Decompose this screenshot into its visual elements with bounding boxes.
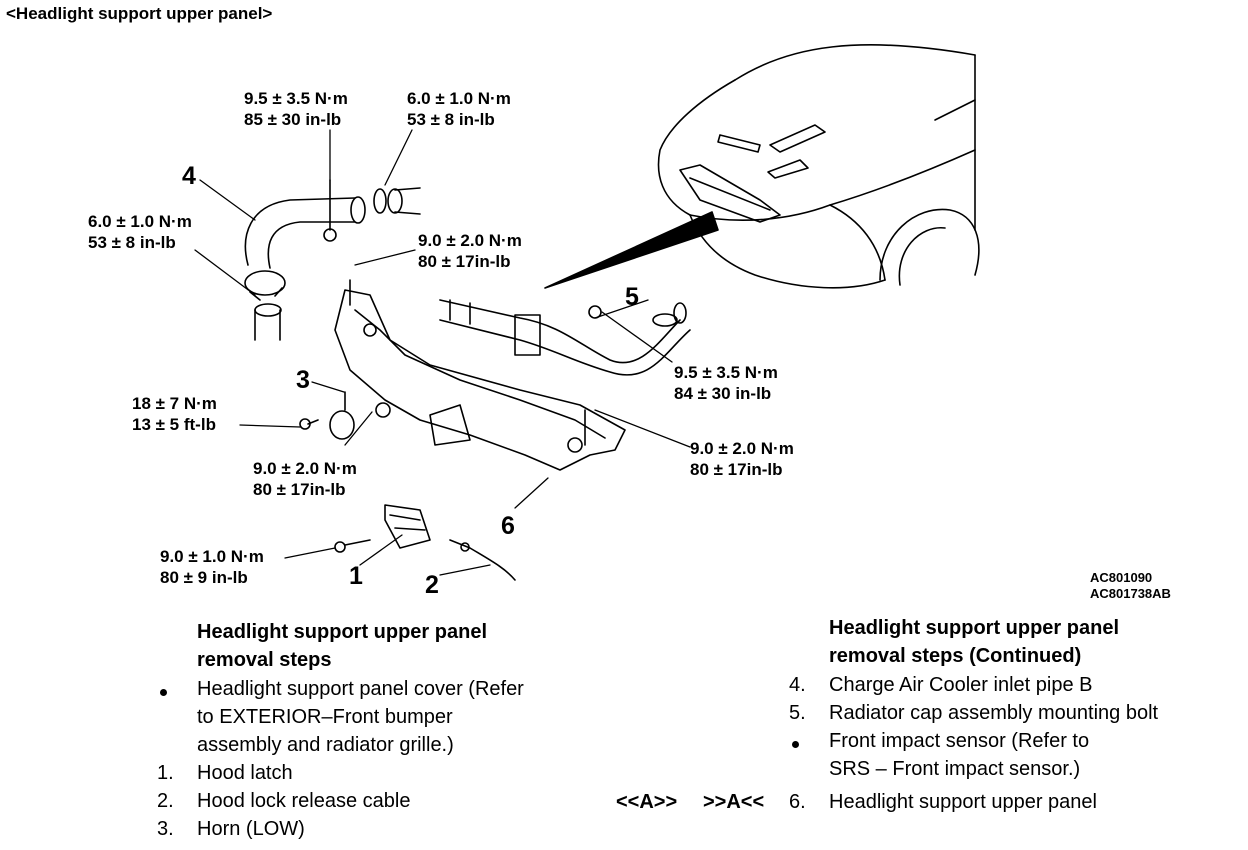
torque-metric: 9.0 ± 1.0 N·m [160,547,264,566]
step-text-line: Front impact sensor (Refer to [829,730,1090,752]
torque-metric: 9.5 ± 3.5 N·m [674,363,778,382]
radiator-hose [439,299,691,376]
bullet-step: Headlight support panel cover (Refer to … [197,675,524,759]
callout-number: 5 [625,283,639,311]
torque-imperial: 85 ± 30 in-lb [244,110,342,129]
step-number: 2. [157,790,174,812]
step-text: Headlight support upper panel [829,791,1097,813]
step-text: Charge Air Cooler inlet pipe B [829,674,1093,696]
torque-metric: 9.0 ± 2.0 N·m [418,231,522,250]
step-number: 1. [157,762,174,784]
horn [299,391,391,440]
reference-mark: >>A<< [703,791,765,813]
callout-number: 4 [182,162,196,190]
step-text-line: assembly and radiator grille.) [197,734,454,756]
removal-steps-heading-continued: Headlight support upper panel removal st… [829,614,1119,670]
torque-metric: 18 ± 7 N·m [132,394,217,413]
torque-imperial: 53 ± 8 in-lb [407,110,495,129]
step-text: Radiator cap assembly mounting bolt [829,702,1159,724]
vehicle-front-illustration [657,44,980,289]
heading-line: Headlight support upper panel [829,617,1120,639]
reference-mark: <<A>> [616,791,678,813]
callout-number: 1 [349,562,363,590]
callout-number: 3 [296,366,310,394]
torque-imperial: 80 ± 17in-lb [253,480,346,499]
step-text-line: SRS – Front impact sensor.) [829,758,1081,780]
torque-label: 6.0 ± 1.0 N·m 53 ± 8 in-lb [407,88,511,130]
torque-metric: 9.5 ± 3.5 N·m [244,89,348,108]
torque-metric: 6.0 ± 1.0 N·m [88,212,192,231]
leader-lines [194,129,691,576]
figure-id-line: AC801738AB [1090,586,1171,601]
heading-line: removal steps (Continued) [829,645,1082,667]
torque-label: 9.0 ± 1.0 N·m 80 ± 9 in-lb [160,546,264,588]
heading-line: removal steps [197,649,332,671]
torque-metric: 9.0 ± 2.0 N·m [690,439,794,458]
torque-label: 9.0 ± 2.0 N·m 80 ± 17in-lb [253,458,357,500]
step-text: Hood lock release cable [197,790,411,812]
removal-steps-heading: Headlight support upper panel removal st… [197,618,487,674]
torque-imperial: 53 ± 8 in-lb [88,233,176,252]
step-number: 5. [789,702,806,724]
torque-imperial: 13 ± 5 ft-lb [132,415,216,434]
torque-label: 9.0 ± 2.0 N·m 80 ± 17in-lb [418,230,522,272]
view-pointer-wedge [544,211,719,289]
step-text: Horn (LOW) [197,818,305,840]
figure-id-line: AC801090 [1090,570,1153,585]
page-title: <Headlight support upper panel> [6,4,273,23]
hood-latch [334,504,431,553]
torque-imperial: 80 ± 17in-lb [690,460,783,479]
step-number: 6. [789,791,806,813]
torque-imperial: 84 ± 30 in-lb [674,384,772,403]
torque-label: 9.5 ± 3.5 N·m 85 ± 30 in-lb [244,88,348,130]
torque-label: 9.0 ± 2.0 N·m 80 ± 17in-lb [690,438,794,480]
callout-number: 6 [501,512,515,540]
hood-lock-release-cable [449,539,516,581]
torque-label: 9.5 ± 3.5 N·m 84 ± 30 in-lb [674,362,778,404]
torque-label: 18 ± 7 N·m 13 ± 5 ft-lb [132,393,217,435]
step-text: Hood latch [197,762,293,784]
step-number: 4. [789,674,806,696]
bullet-icon [792,741,799,748]
step-number: 3. [157,818,174,840]
bullet-icon [160,689,167,696]
step-text-line: Headlight support panel cover (Refer [197,678,524,700]
bullet-step: Front impact sensor (Refer to SRS – Fron… [829,727,1089,783]
figure-id: AC801090 AC801738AB [1090,570,1171,602]
callout-number: 2 [425,571,439,599]
step-text-line: to EXTERIOR–Front bumper [197,706,453,728]
heading-line: Headlight support upper panel [197,621,488,643]
torque-imperial: 80 ± 17in-lb [418,252,511,271]
torque-label: 6.0 ± 1.0 N·m 53 ± 8 in-lb [88,211,192,253]
torque-imperial: 80 ± 9 in-lb [160,568,248,587]
torque-metric: 9.0 ± 2.0 N·m [253,459,357,478]
torque-metric: 6.0 ± 1.0 N·m [407,89,511,108]
charge-air-cooler-pipe [244,179,421,341]
headlight-support-upper-panel [334,279,626,471]
